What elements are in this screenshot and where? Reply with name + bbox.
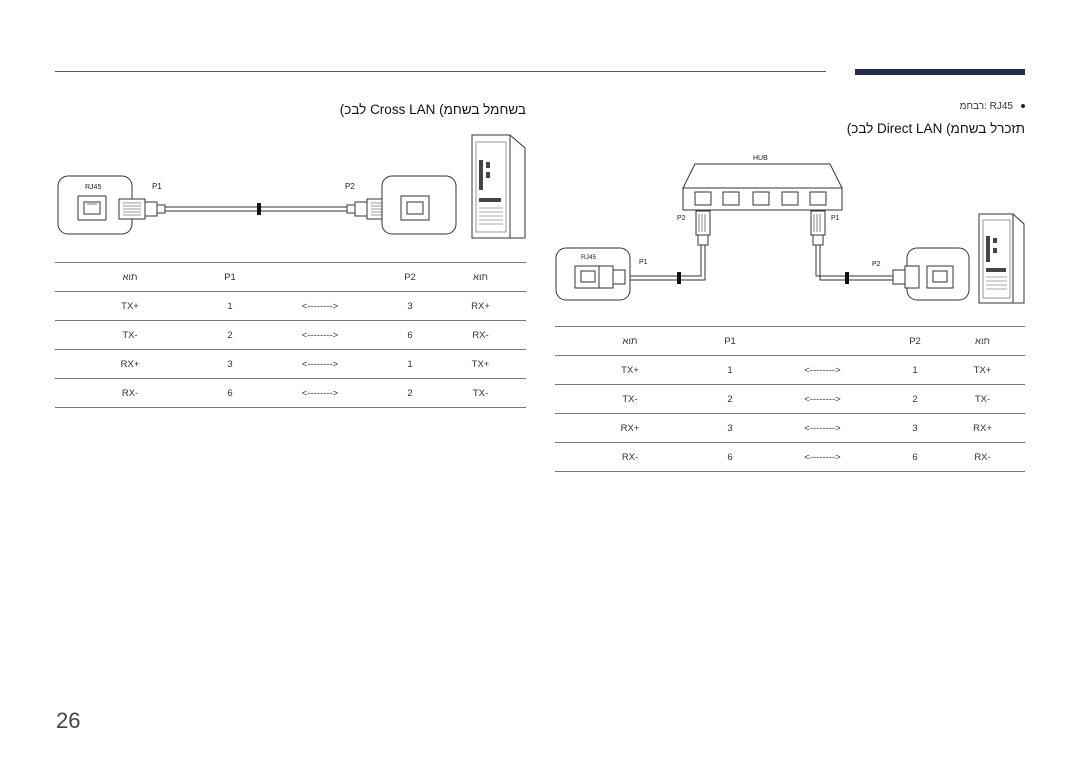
hub-left-plug-icon: [695, 210, 711, 246]
cell: <-------->: [755, 384, 890, 414]
cell: RX-: [55, 378, 205, 408]
p1-label: P1: [152, 182, 162, 191]
monitor-plug-icon: [598, 265, 626, 289]
header-cell: תוא: [55, 262, 205, 292]
cell: <-------->: [255, 320, 385, 350]
cell: <-------->: [255, 291, 385, 321]
cell: RX-: [940, 442, 1025, 472]
cell: 3: [705, 413, 755, 443]
header-cell: תוא: [555, 326, 705, 356]
cell: 1: [385, 349, 435, 379]
cell: <-------->: [755, 355, 890, 385]
header-cell: P2: [890, 326, 940, 356]
hub-right-plug-icon: [810, 210, 826, 246]
cell: 2: [890, 384, 940, 414]
cell: 1: [205, 291, 255, 321]
cell: 3: [205, 349, 255, 379]
cell: 2: [705, 384, 755, 414]
cell: TX+: [55, 291, 205, 321]
bullet-dot-icon: [1021, 104, 1025, 109]
cell: <-------->: [255, 378, 385, 408]
cross-lan-pin-table: תוא P1 P2 תוא TX+ 1 <--------> 3 RX+ TX-…: [55, 262, 526, 408]
cell: TX-: [55, 320, 205, 350]
cell: RX+: [940, 413, 1025, 443]
cell: 1: [890, 355, 940, 385]
p1-plug-icon: [118, 198, 166, 220]
cell: <-------->: [755, 413, 890, 443]
table-row: RX- 6 <--------> 6 RX-: [555, 442, 1025, 472]
cross-lan-heading: בשחמל בשחמ) Cross LAN לבכ): [339, 102, 526, 117]
header-cell: P1: [705, 326, 755, 356]
cell: RX-: [555, 442, 705, 472]
pc-plug-icon: [892, 265, 920, 289]
hub-p2-label: P2: [677, 215, 686, 222]
cell: 6: [385, 320, 435, 350]
p2-label: P2: [345, 182, 355, 191]
p1-label: P1: [639, 259, 648, 266]
table-row: TX- 2 <--------> 2 TX-: [555, 384, 1025, 414]
cell: 6: [705, 442, 755, 472]
cell: TX+: [555, 355, 705, 385]
cell: 1: [705, 355, 755, 385]
header-cell: [755, 326, 890, 356]
rj45-label: RJ45: [85, 184, 101, 191]
cell: TX+: [435, 349, 526, 379]
cross-lan-diagram: RJ45 P1 P2: [57, 134, 526, 239]
cell: TX-: [435, 378, 526, 408]
table-header-row: תוא P1 P2 תוא: [55, 262, 526, 292]
direct-lan-heading: תזכרל בשחמ) Direct LAN לבכ): [846, 121, 1025, 136]
page-number: 26: [56, 708, 81, 733]
cell: 6: [205, 378, 255, 408]
table-row: TX+ 1 <--------> 3 RX+: [55, 291, 526, 321]
table-header-row: תוא P1 P2 תוא: [555, 326, 1025, 356]
cell: RX+: [55, 349, 205, 379]
table-row: RX- 6 <--------> 2 TX-: [55, 378, 526, 408]
table-row: RX+ 3 <--------> 3 RX+: [555, 413, 1025, 443]
cell: RX+: [435, 291, 526, 321]
cell: 3: [385, 291, 435, 321]
header-cell: תוא: [940, 326, 1025, 356]
table-row: RX+ 3 <--------> 1 TX+: [55, 349, 526, 379]
pc-tower-icon: [978, 213, 1025, 304]
direct-lan-diagram: HUB P2 P1 RJ45 P1: [555, 155, 1025, 304]
table-row: TX+ 1 <--------> 1 TX+: [555, 355, 1025, 385]
cell: 2: [385, 378, 435, 408]
cell: TX-: [940, 384, 1025, 414]
top-rule: [55, 71, 826, 72]
cell: 6: [890, 442, 940, 472]
hub-icon: [682, 163, 843, 211]
cell: RX-: [435, 320, 526, 350]
cell: 3: [890, 413, 940, 443]
header-cell: תוא: [435, 262, 526, 292]
cell: <-------->: [255, 349, 385, 379]
header-cell: P2: [385, 262, 435, 292]
header-cell: P1: [205, 262, 255, 292]
p2-label: P2: [872, 261, 881, 268]
header-cell: [255, 262, 385, 292]
hub-p1-label: P1: [831, 215, 840, 222]
direct-lan-pin-table: תוא P1 P2 תוא TX+ 1 <--------> 1 TX+ TX-…: [555, 326, 1025, 472]
cell: 2: [205, 320, 255, 350]
cell: <-------->: [755, 442, 890, 472]
rj45-label: RJ45: [581, 254, 597, 261]
cell: TX-: [555, 384, 705, 414]
cell: TX+: [940, 355, 1025, 385]
pc-tower-icon: [471, 134, 526, 239]
hub-label: HUB: [753, 155, 768, 162]
table-row: TX- 2 <--------> 6 RX-: [55, 320, 526, 350]
cell: RX+: [555, 413, 705, 443]
bullet-connector-note: RJ45 :רבחמ: [555, 101, 1025, 112]
header-accent-bar: [855, 69, 1025, 75]
